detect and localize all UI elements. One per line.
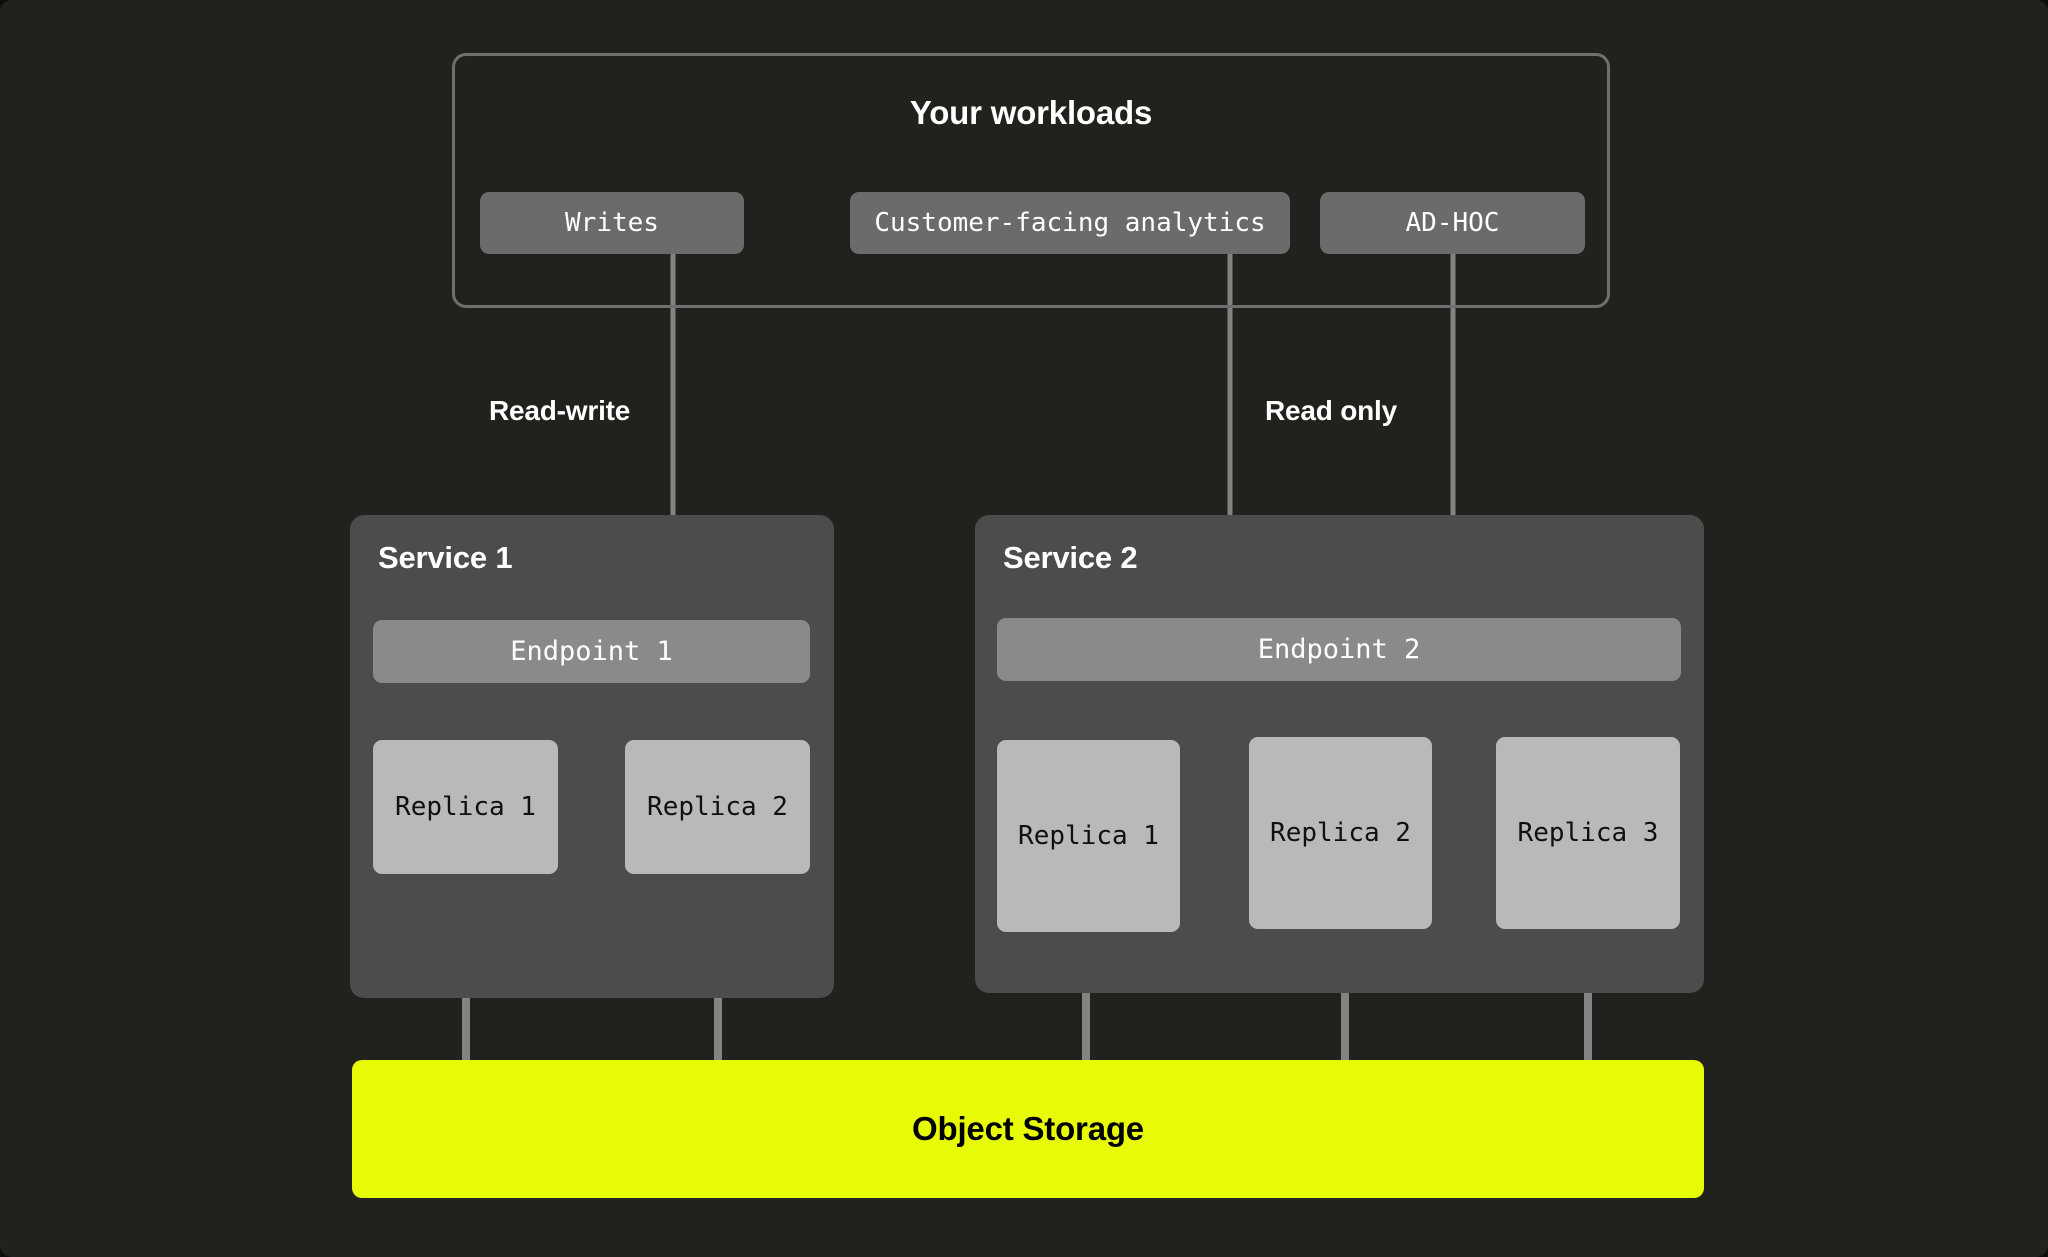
endpoint-2-label: Endpoint 2 xyxy=(1257,634,1421,665)
object-storage-bar[interactable]: Object Storage xyxy=(352,1060,1704,1198)
service-1-replica-1[interactable]: Replica 1 xyxy=(373,740,558,874)
workload-chip-ad-hoc[interactable]: AD-HOC xyxy=(1320,192,1585,254)
service-2-replica-1[interactable]: Replica 1 xyxy=(997,740,1180,932)
workload-chip-ad-hoc-label: AD-HOC xyxy=(1405,208,1500,238)
endpoint-2[interactable]: Endpoint 2 xyxy=(997,618,1681,681)
workload-chip-writes[interactable]: Writes xyxy=(480,192,744,254)
service-2-replica-2[interactable]: Replica 2 xyxy=(1249,737,1432,929)
endpoint-1-label: Endpoint 1 xyxy=(510,636,673,667)
service-1-replica-2[interactable]: Replica 2 xyxy=(625,740,810,874)
service-1-title: Service 1 xyxy=(378,540,513,575)
edge-label-read-only: Read only xyxy=(1265,395,1398,426)
service-2-replica-3[interactable]: Replica 3 xyxy=(1496,737,1680,929)
workload-chip-customer-facing-analytics-label: Customer-facing analytics xyxy=(874,208,1266,238)
workload-chip-writes-label: Writes xyxy=(565,208,659,238)
workloads-title: Your workloads xyxy=(909,94,1153,131)
endpoint-1[interactable]: Endpoint 1 xyxy=(373,620,810,683)
workload-chip-customer-facing-analytics[interactable]: Customer-facing analytics xyxy=(850,192,1290,254)
service-2-title: Service 2 xyxy=(1003,540,1138,575)
service-1-replica-2-label: Replica 2 xyxy=(647,792,788,822)
service-2-replica-2-label: Replica 2 xyxy=(1270,818,1411,848)
service-1-replica-1-label: Replica 1 xyxy=(395,792,536,822)
workloads-container: Your workloads xyxy=(452,53,1610,308)
object-storage-label: Object Storage xyxy=(912,1110,1144,1147)
service-2-replica-3-label: Replica 3 xyxy=(1517,818,1659,848)
edge-label-read-write: Read-write xyxy=(489,395,631,426)
service-2-replica-1-label: Replica 1 xyxy=(1018,821,1159,851)
